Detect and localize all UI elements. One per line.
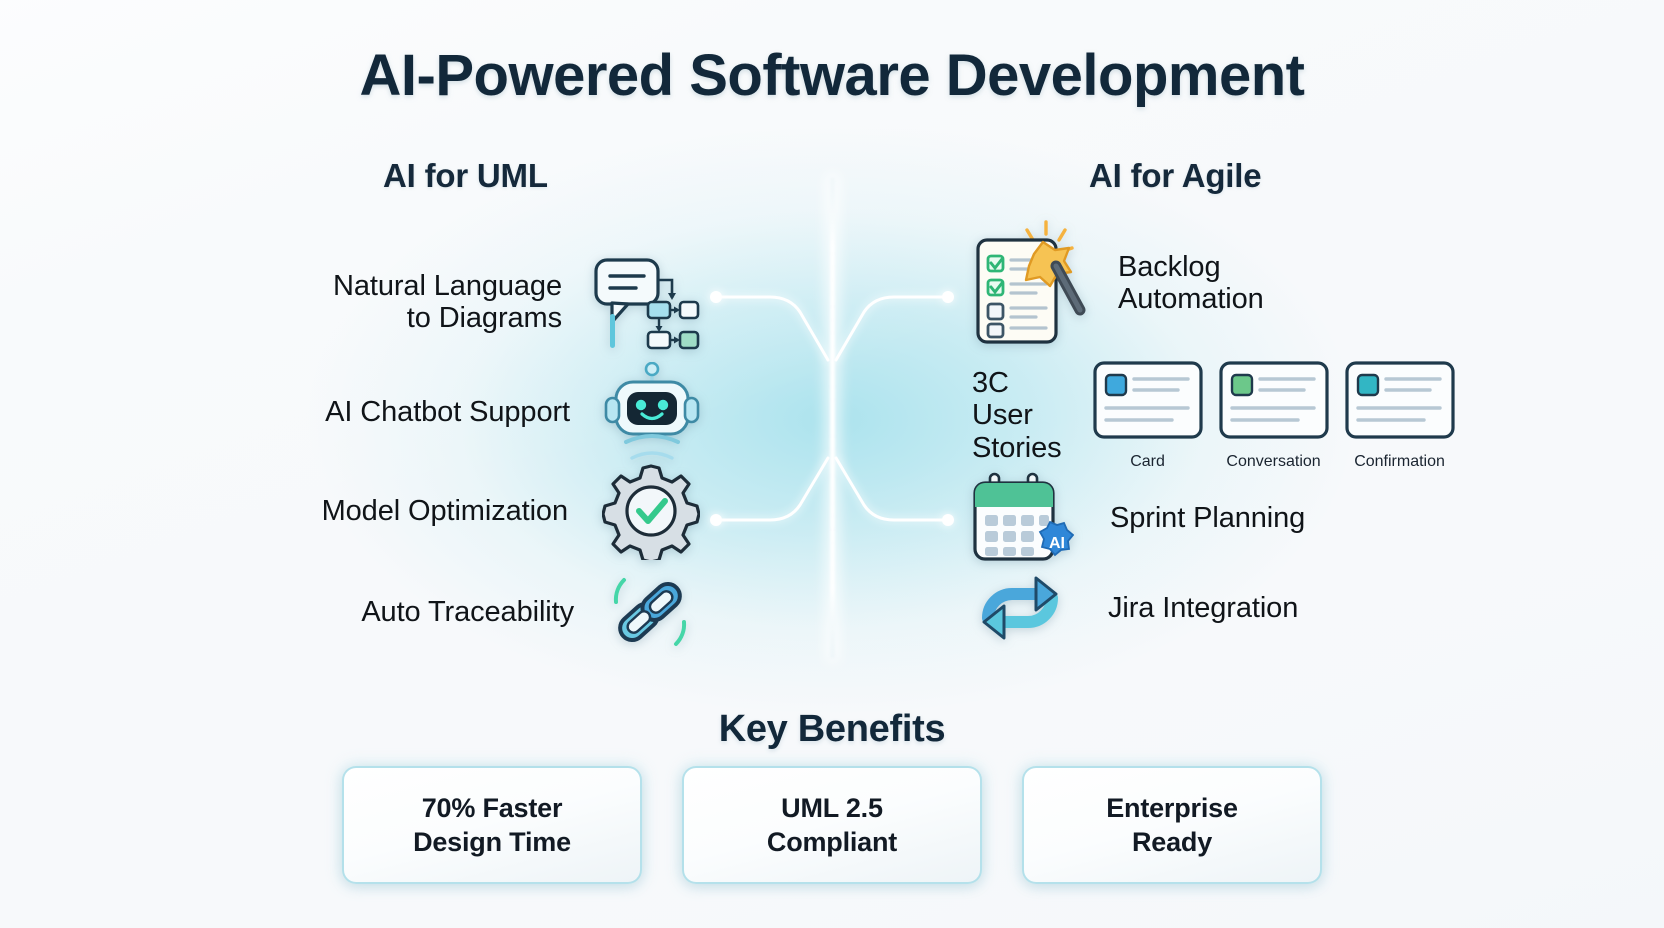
three-c-caption-2: Conversation xyxy=(1226,453,1321,470)
center-divider xyxy=(830,178,835,658)
key-benefits-heading: Key Benefits xyxy=(718,708,946,750)
benefit-card-2-line1: UML 2.5 xyxy=(781,792,883,823)
feature-label-backlog-automation: Backlog Automation xyxy=(1118,250,1264,315)
benefit-card-2[interactable]: UML 2.5 Compliant xyxy=(682,766,982,884)
three-c-caption-3: Confirmation xyxy=(1354,453,1445,470)
feature-row-sprint-planning: AI Sprint Planning xyxy=(970,470,1390,566)
feature-label-auto-traceability: Auto Traceability xyxy=(361,595,574,628)
benefit-card-2-line2: Compliant xyxy=(766,827,898,857)
benefit-card-3-line2: Ready xyxy=(1131,827,1213,857)
feature-row-backlog-automation: Backlog Automation xyxy=(970,218,1390,348)
robot-icon xyxy=(604,362,700,462)
gear-check-icon xyxy=(602,462,700,560)
page-title: AI-Powered Software Development xyxy=(359,43,1305,108)
benefit-card-3[interactable]: Enterprise Ready xyxy=(1022,766,1322,884)
three-c-card-3: Confirmation xyxy=(1344,360,1456,471)
right-column-heading: AI for Agile xyxy=(1089,157,1262,194)
feature-row-natural-language: Natural Language to Diagrams xyxy=(300,246,700,358)
feature-label-model-optimization: Model Optimization xyxy=(321,494,569,527)
feature-row-model-optimization: Model Optimization xyxy=(276,462,700,560)
three-c-card-2: Conversation xyxy=(1218,360,1330,471)
benefit-card-3-line1: Enterprise xyxy=(1106,792,1238,823)
three-c-caption-1: Card xyxy=(1130,453,1165,470)
three-cards-icon: Card Conversation xyxy=(1092,360,1456,471)
feature-row-auto-traceability: Auto Traceability xyxy=(310,562,700,662)
key-benefits-row: 70% Faster Design Time UML 2.5 Compliant… xyxy=(342,766,1322,884)
feature-label-natural-language: Natural Language to Diagrams xyxy=(333,269,562,334)
feature-row-ai-chatbot: AI Chatbot Support xyxy=(280,362,700,462)
svg-text:AI: AI xyxy=(1049,535,1065,552)
feature-label-jira-integration: Jira Integration xyxy=(1108,591,1299,624)
calendar-ai-badge-icon: AI xyxy=(970,470,1074,566)
feature-label-sprint-planning: Sprint Planning xyxy=(1110,501,1306,534)
checklist-magic-wand-icon xyxy=(970,218,1086,348)
refresh-cycle-icon xyxy=(968,562,1072,654)
benefit-card-1[interactable]: 70% Faster Design Time xyxy=(342,766,642,884)
left-column-heading: AI for UML xyxy=(383,157,548,194)
speech-bubble-flowchart-icon xyxy=(588,246,700,358)
chain-link-icon xyxy=(600,562,700,662)
feature-row-3c-user-stories: 3C User Stories Card xyxy=(972,360,1455,471)
benefit-card-1-line1: 70% Faster xyxy=(421,792,563,823)
feature-row-jira-integration: Jira Integration xyxy=(968,562,1388,654)
benefit-card-1-line2: Design Time xyxy=(413,827,571,857)
feature-label-ai-chatbot: AI Chatbot Support xyxy=(325,395,570,428)
feature-label-3c-user-stories: 3C User Stories xyxy=(972,366,1062,464)
three-c-card-1: Card xyxy=(1092,360,1204,471)
